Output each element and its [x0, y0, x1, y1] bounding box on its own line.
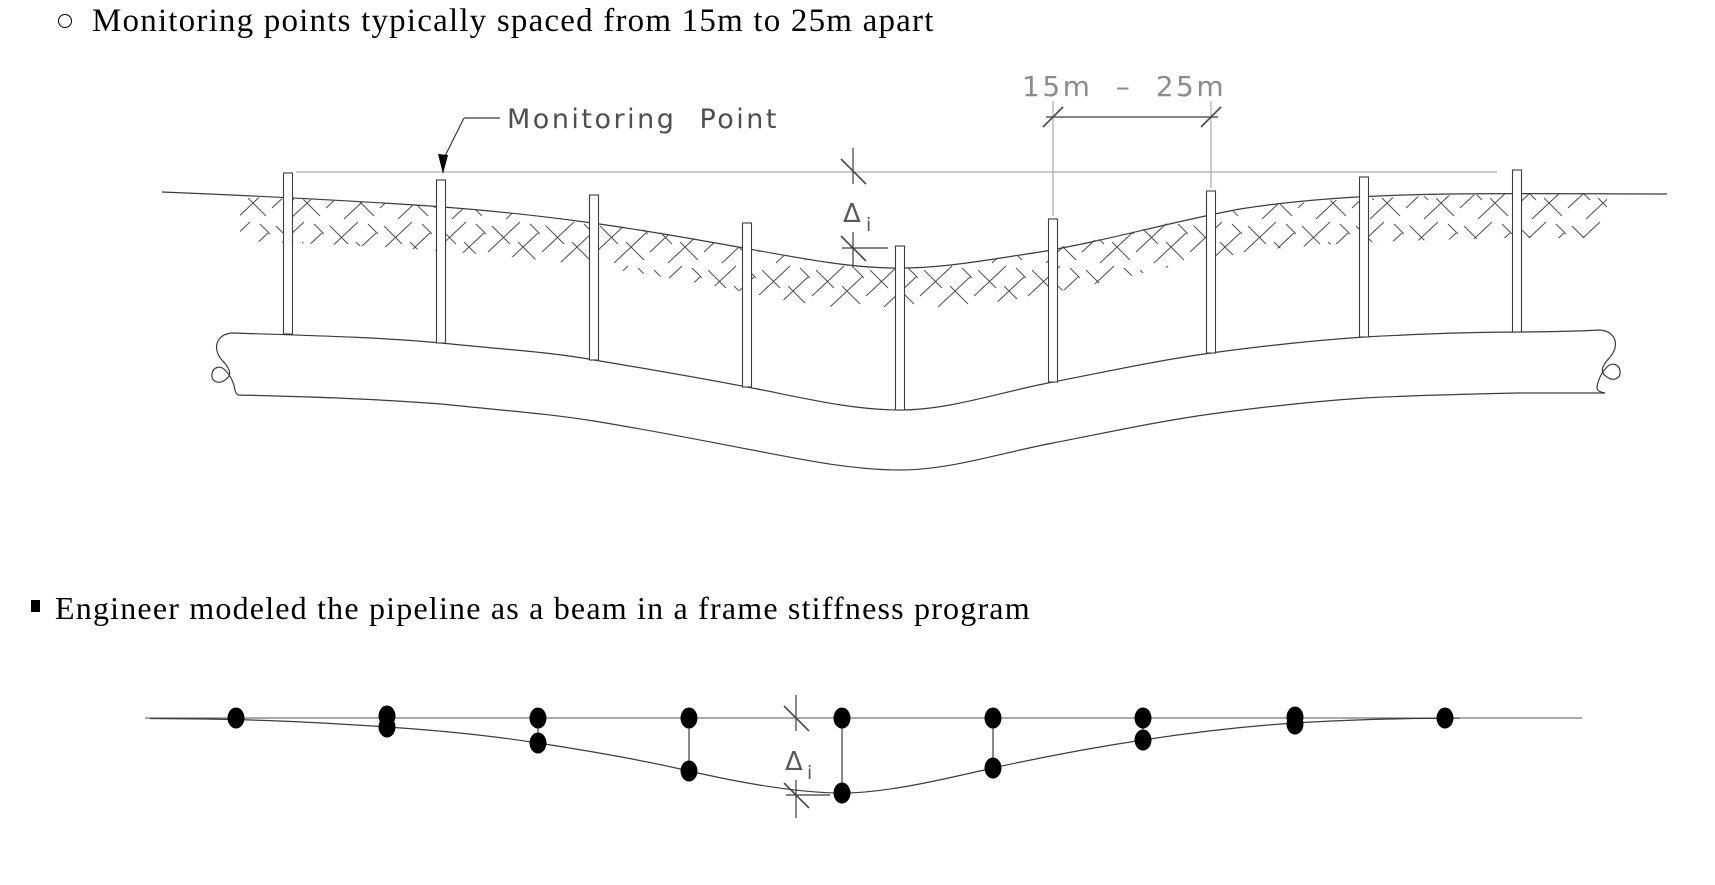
dimension-tick-right: [1200, 106, 1222, 128]
beam-node-deflected: [529, 732, 547, 754]
leader-line-diagonal: [443, 117, 465, 159]
delta-symbol: Δ: [843, 199, 861, 229]
monitoring-point-rod: [435, 179, 447, 344]
monitoring-point-rod: [1511, 169, 1523, 333]
leader-arrow-icon: [438, 154, 448, 174]
pipe-break-left: [211, 332, 239, 396]
beam-node-original: [227, 707, 245, 729]
spacing-label: 15m – 25m: [1022, 70, 1226, 103]
beam-node-original: [680, 707, 698, 729]
settlement-diagram: Monitoring Point 15m – 25m Δ i: [161, 70, 1668, 471]
monitoring-point-rod: [894, 245, 906, 411]
monitoring-point-rod: [741, 222, 753, 388]
beam-node-deflected: [833, 782, 851, 804]
dimension-tick-left: [1042, 106, 1064, 128]
beam-node-original: [833, 707, 851, 729]
monitoring-point-rod: [1358, 176, 1370, 338]
monitoring-point-rods: [282, 169, 1523, 411]
deflection-curve: [149, 717, 1461, 794]
bullet-text: Engineer modeled the pipeline as a beam …: [55, 590, 1031, 626]
bullet-text: Monitoring points typically spaced from …: [92, 3, 935, 39]
beam-nodes: [227, 705, 1454, 804]
circle-bullet-marker: [58, 14, 72, 28]
beam-tick-top: [783, 705, 810, 732]
beam-node-original: [1134, 707, 1152, 729]
square-bullet-marker: [31, 600, 40, 612]
ground-surface: [161, 191, 1668, 269]
beam-delta-subscript: i: [807, 762, 812, 784]
monitoring-point-callout: Monitoring Point: [438, 104, 779, 174]
monitoring-point-rod: [282, 172, 294, 335]
delta-subscript: i: [866, 214, 871, 236]
monitoring-point-rod: [1047, 218, 1059, 383]
beam-deflection-dimension: Δ i: [783, 695, 830, 818]
beam-node-deflected: [1286, 713, 1304, 735]
settlement-tick-top: [840, 158, 867, 185]
pipeline-bottom: [237, 392, 1605, 471]
spacing-dimension: 15m – 25m: [1022, 70, 1226, 216]
beam-delta-symbol: Δ: [785, 747, 803, 777]
monitoring-point-rod: [588, 194, 600, 361]
beam-node-original: [1436, 707, 1454, 729]
pipeline-top: [231, 329, 1601, 411]
beam-model-diagram: Δ i: [145, 695, 1582, 818]
beam-node-deflected: [680, 760, 698, 782]
beam-node-deflected: [984, 757, 1002, 779]
earth-hatch: [240, 194, 1607, 312]
settlement-dimension: Δ i: [840, 148, 888, 268]
beam-node-original: [984, 707, 1002, 729]
beam-node-original: [529, 707, 547, 729]
pipe-break-right: [1596, 329, 1621, 394]
beam-node-deflected: [378, 716, 396, 738]
monitoring-point-label: Monitoring Point: [507, 104, 779, 135]
beam-node-deflected: [1134, 729, 1152, 751]
monitoring-point-rod: [1205, 190, 1217, 354]
